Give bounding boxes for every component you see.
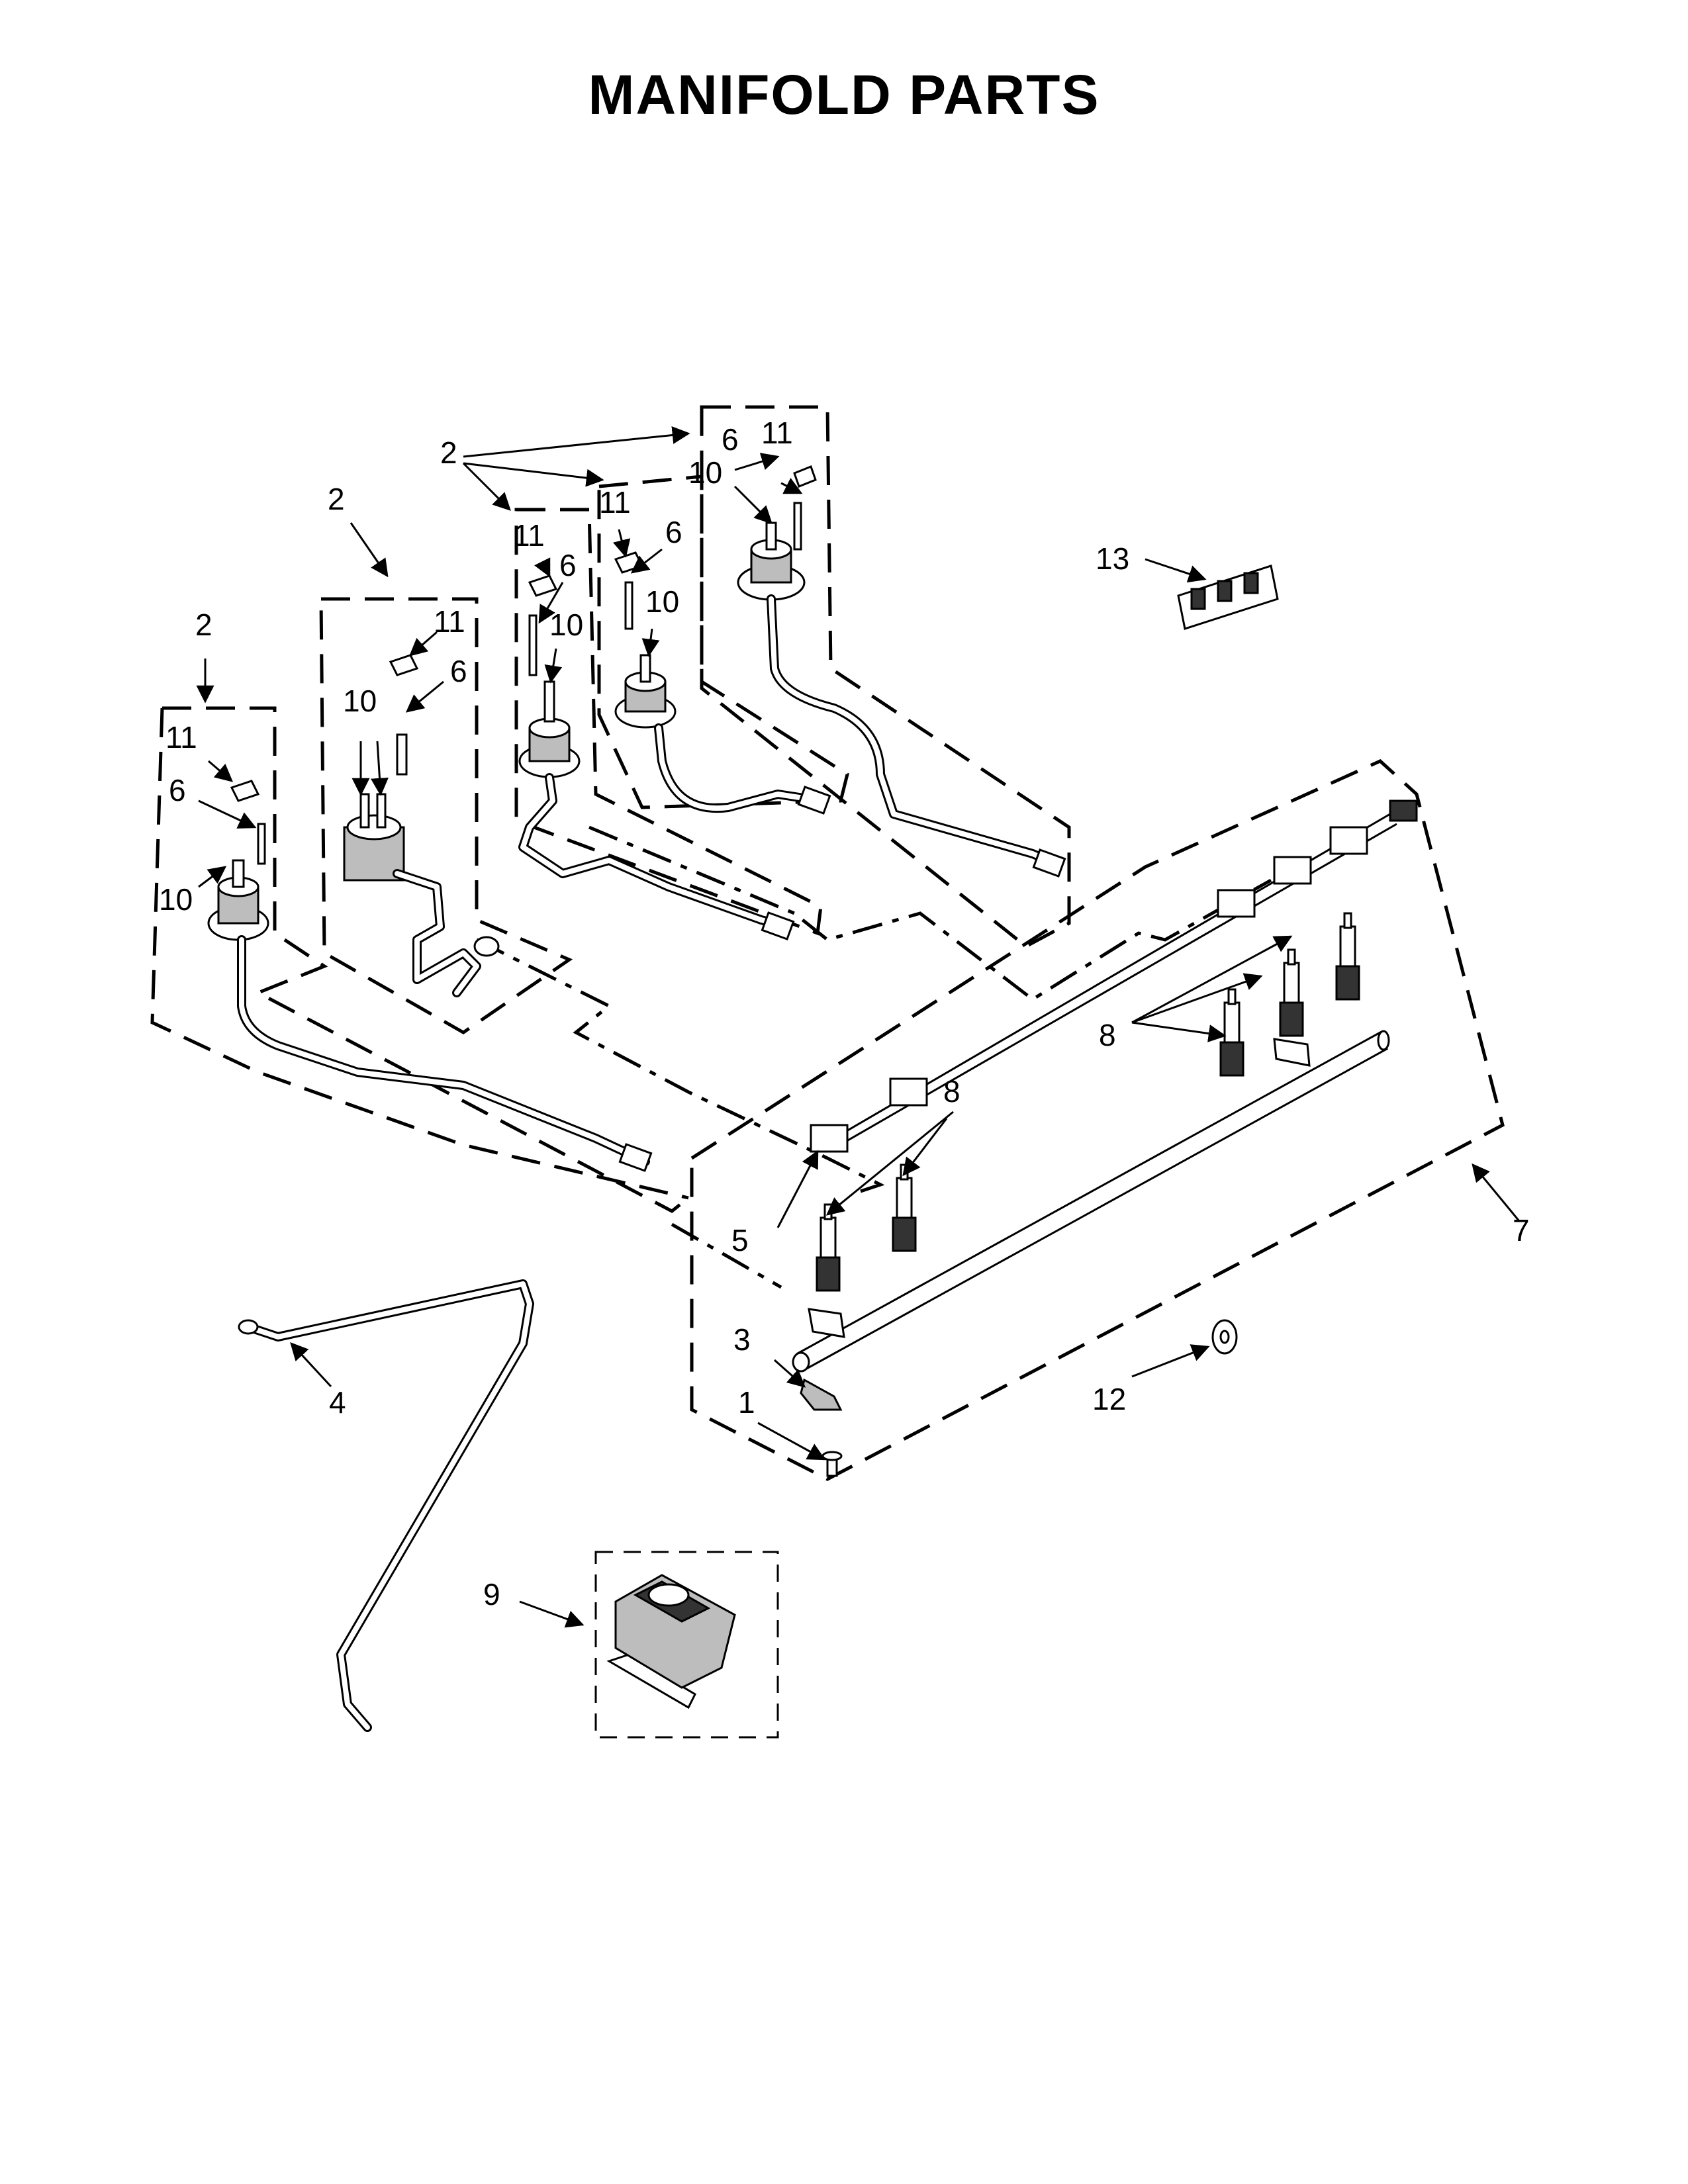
callout-6: 6: [450, 654, 467, 688]
callout-2: 2: [195, 608, 212, 642]
callout-11: 11: [434, 604, 465, 639]
callout-11: 11: [165, 720, 197, 754]
callout-6: 6: [559, 548, 577, 582]
spring-clips: [230, 465, 817, 802]
callout-6: 6: [722, 422, 739, 457]
pressure-regulator: [606, 1574, 736, 1709]
callout-2: 2: [328, 482, 345, 516]
valve-assembly-5: [737, 502, 1066, 878]
callout-9: 9: [483, 1577, 500, 1612]
valve-assembly-2: [343, 733, 500, 997]
supply-tube: [238, 1279, 534, 1732]
callout-11: 11: [599, 485, 631, 520]
callout-6: 6: [169, 773, 186, 807]
manifold-pipe: [792, 1030, 1390, 1373]
callout-2: 2: [440, 435, 457, 470]
valve-assembly-4: [614, 581, 831, 815]
group-outlines: [150, 405, 1505, 1739]
callout-10: 10: [688, 455, 722, 490]
callout-4: 4: [329, 1385, 346, 1420]
callout-12: 12: [1092, 1382, 1126, 1416]
callout-7: 7: [1513, 1213, 1530, 1248]
callout-11: 11: [761, 416, 793, 450]
igniter-harness: [810, 799, 1418, 1153]
leader-arrows: [196, 426, 1521, 1628]
callout-1: 1: [738, 1385, 755, 1420]
callout-3: 3: [733, 1322, 751, 1357]
callout-11: 11: [513, 518, 545, 553]
callout-10: 10: [549, 608, 583, 642]
valve-assembly-1: [207, 823, 653, 1172]
callout-5: 5: [731, 1223, 749, 1257]
small-parts: [800, 1319, 1238, 1477]
valve-orifices: [816, 912, 1360, 1292]
page-title: MANIFOLD PARTS: [588, 64, 1100, 126]
callout-10: 10: [159, 882, 193, 917]
callout-10: 10: [645, 584, 679, 619]
part-13: [1177, 565, 1279, 630]
valve-assembly-3: [518, 614, 795, 940]
callout-13: 13: [1096, 541, 1129, 576]
callout-8: 8: [943, 1074, 961, 1109]
callout-10: 10: [343, 684, 377, 718]
callout-8: 8: [1099, 1018, 1116, 1052]
callout-labels: 2 2 2 11 6 10 11 6 10 11 6 10 11 6 10 11…: [159, 416, 1530, 1612]
callout-6: 6: [665, 515, 682, 549]
